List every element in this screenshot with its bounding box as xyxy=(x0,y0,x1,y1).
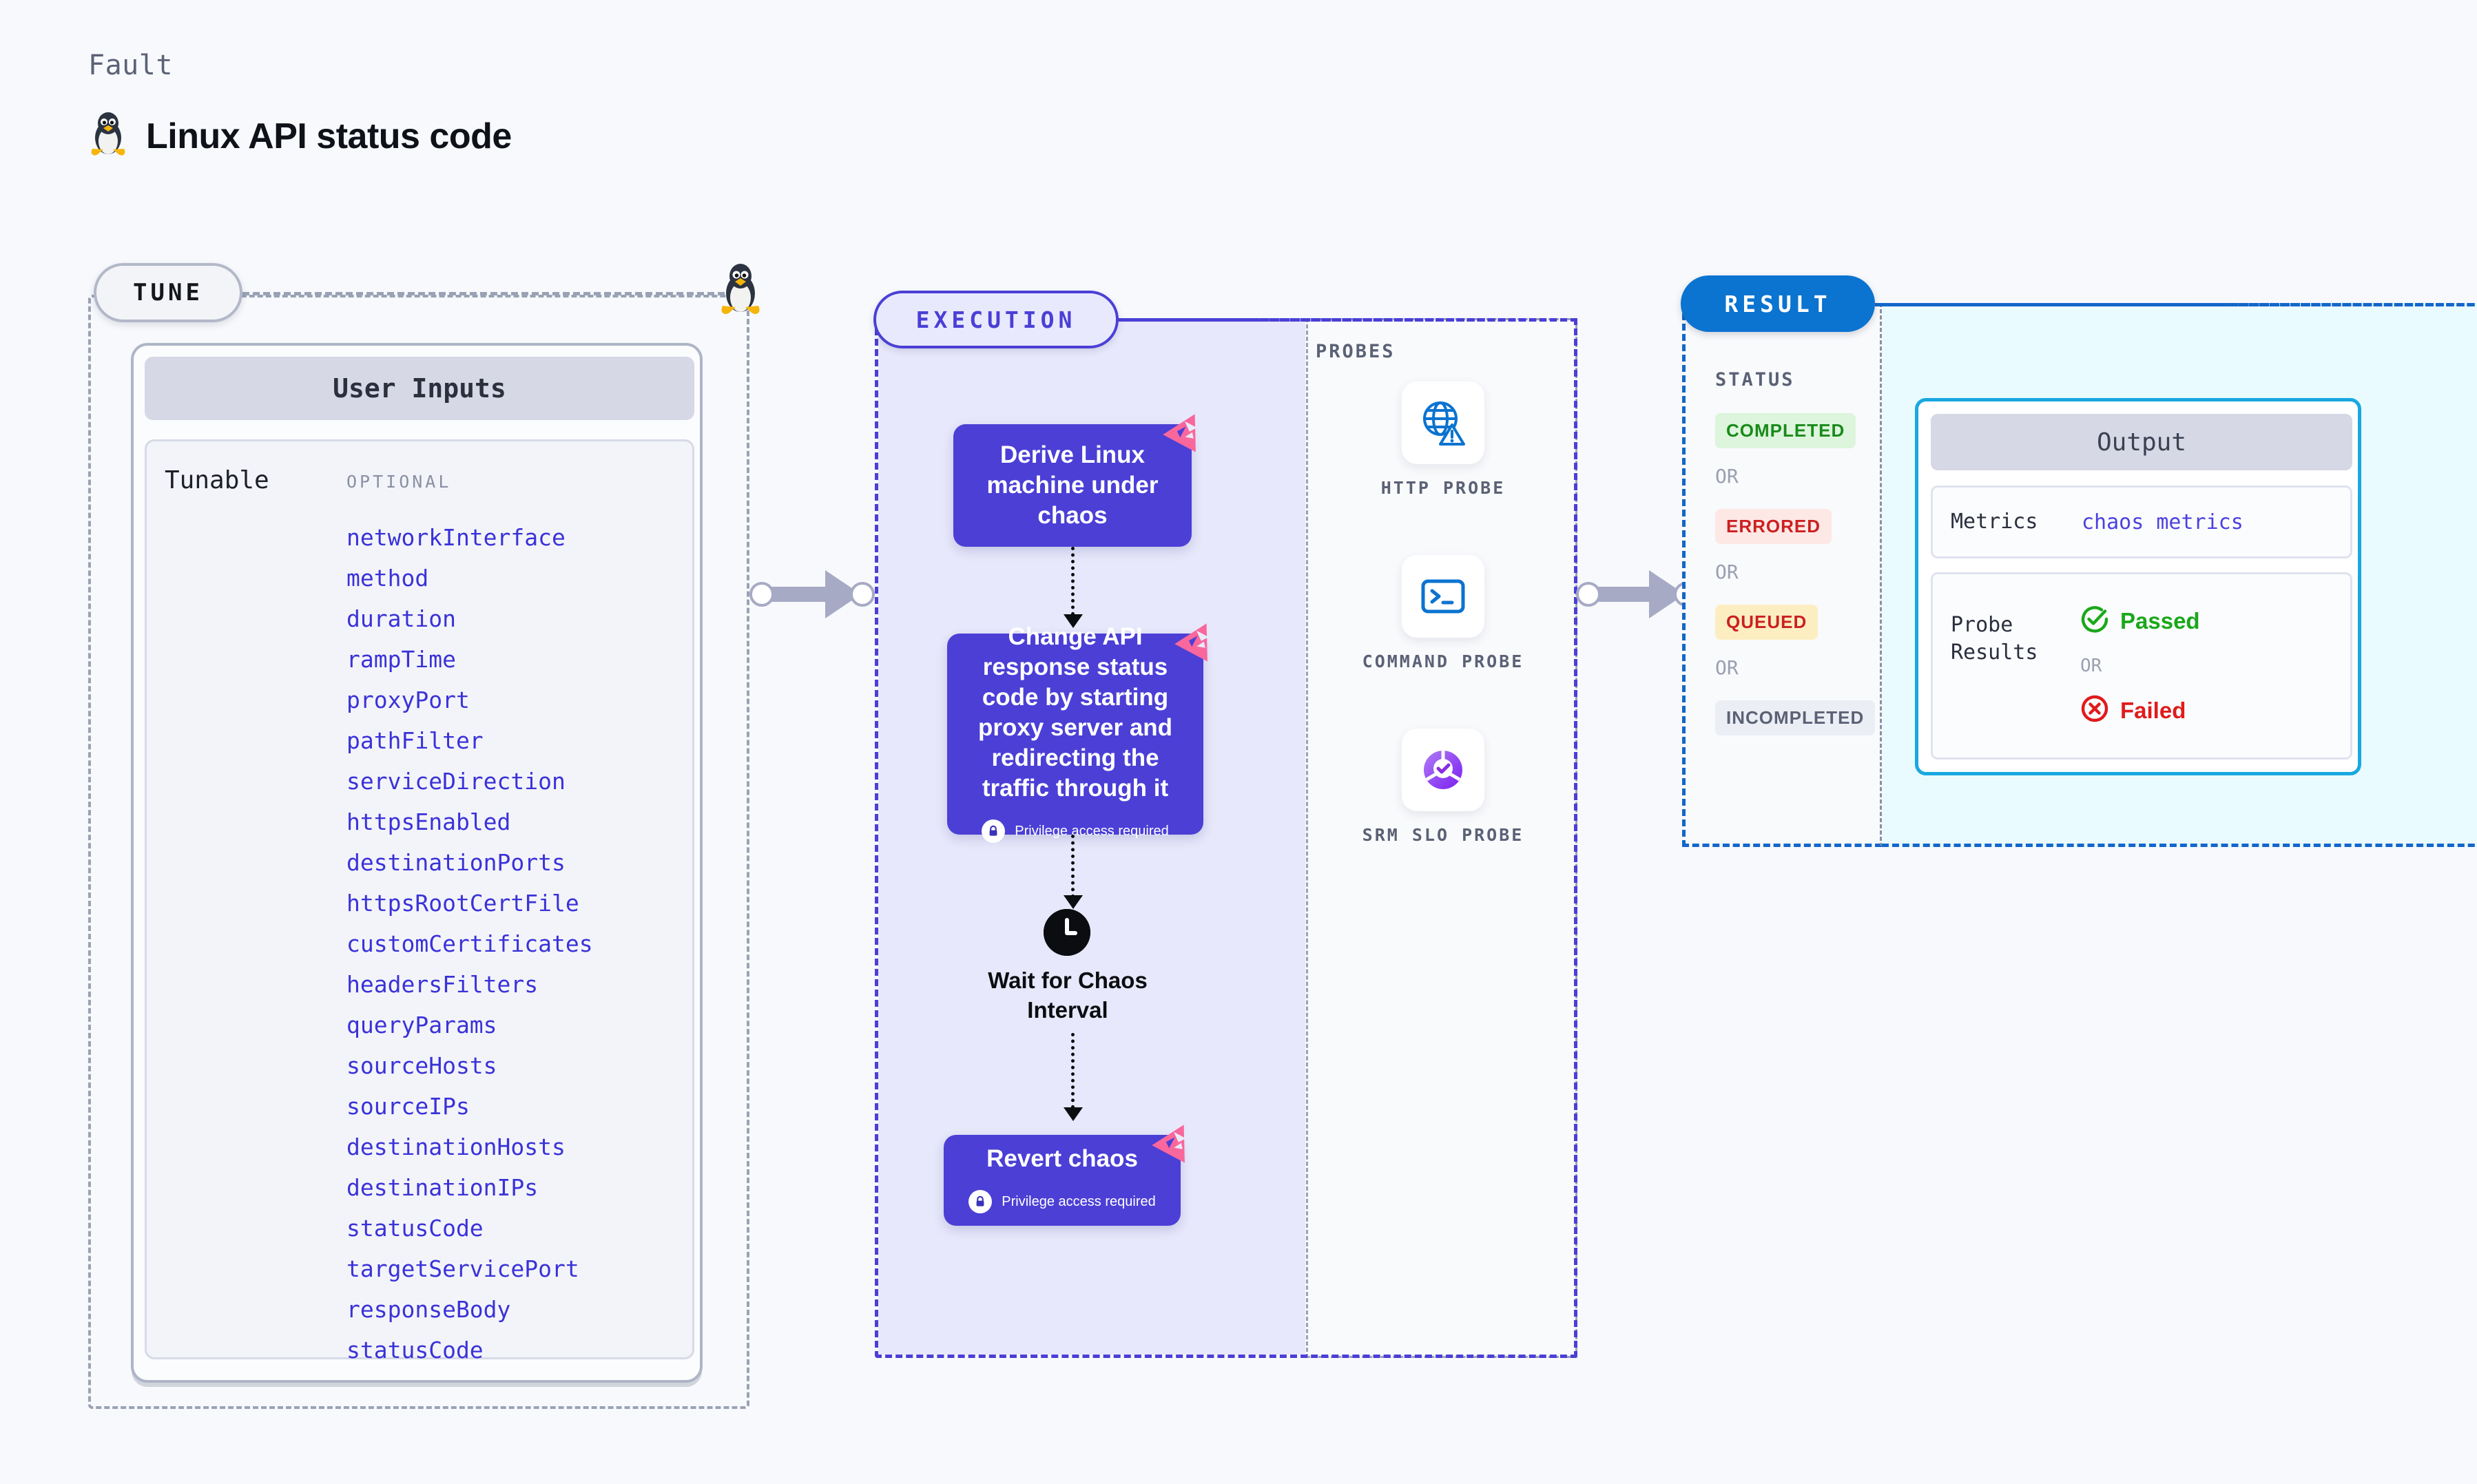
status-or-label: OR xyxy=(1715,656,1739,679)
result-status-column xyxy=(1682,303,1882,847)
tunable-parameter[interactable]: serviceDirection xyxy=(346,768,566,795)
tunable-parameter[interactable]: customCertificates xyxy=(346,930,593,957)
probe-http[interactable]: HTTP PROBE xyxy=(1360,382,1526,500)
globe-warning-icon xyxy=(1402,382,1484,464)
probe-label: SRM SLO PROBE xyxy=(1362,825,1524,845)
execution-stage-badge[interactable]: EXECUTION xyxy=(873,291,1119,348)
status-or-label: OR xyxy=(1715,465,1739,488)
probe-command[interactable]: COMMAND PROBE xyxy=(1360,555,1526,673)
metrics-key: Metrics xyxy=(1951,510,2038,534)
chaos-logo-icon xyxy=(1149,1117,1200,1168)
chaos-logo-icon xyxy=(1172,616,1223,667)
page-title: Linux API status code xyxy=(146,116,512,156)
tunable-parameter[interactable]: proxyPort xyxy=(346,687,470,713)
flow-arrow-1 xyxy=(1064,614,1083,628)
probe-or-label: OR xyxy=(2080,656,2102,676)
status-badge: INCOMPLETED xyxy=(1715,700,1876,735)
tunable-label: Tunable xyxy=(165,466,269,494)
passed-label: Passed xyxy=(2120,607,2200,634)
flow-connector-2 xyxy=(1071,835,1075,898)
probe-results-key: Probe Results xyxy=(1951,612,2068,667)
tunable-parameter[interactable]: httpsEnabled xyxy=(346,808,511,835)
flow-arrow-2 xyxy=(1064,895,1083,909)
execution-step-title: Change API response status code by start… xyxy=(977,623,1173,802)
slo-donut-check-icon xyxy=(1402,729,1484,811)
execution-step-title: Derive Linux machine under chaos xyxy=(986,441,1159,529)
privilege-note: Privilege access required xyxy=(968,1187,1156,1217)
x-circle-icon xyxy=(2080,694,2109,727)
probe-results-row: Probe Results Passed OR xyxy=(1931,572,2352,760)
metrics-value[interactable]: chaos metrics xyxy=(2082,510,2243,534)
tunable-parameter[interactable]: destinationIPs xyxy=(346,1174,539,1201)
tunable-parameter[interactable]: duration xyxy=(346,605,456,632)
tunable-parameter[interactable]: rampTime xyxy=(346,646,456,673)
tunable-parameter[interactable]: httpsRootCertFile xyxy=(346,890,579,917)
output-title: Output xyxy=(1931,414,2352,470)
fault-kicker: Fault xyxy=(88,50,173,81)
status-or-label: OR xyxy=(1715,561,1739,583)
tune-stage-badge[interactable]: TUNE xyxy=(94,263,242,322)
lock-icon xyxy=(968,1190,993,1213)
tune-panel xyxy=(88,295,749,1409)
lock-icon xyxy=(982,819,1006,843)
tunable-parameter[interactable]: headersFilters xyxy=(346,971,539,998)
failed-label: Failed xyxy=(2120,697,2186,723)
probe-label: COMMAND PROBE xyxy=(1362,651,1524,671)
status-badge: COMPLETED xyxy=(1715,413,1856,448)
tunable-section: Tunable OPTIONAL networkInterface method d… xyxy=(145,439,694,1363)
tunable-parameter[interactable]: targetServicePort xyxy=(346,1255,579,1282)
page-title-row: Linux API status code xyxy=(88,110,512,162)
status-label: STATUS xyxy=(1715,369,1795,390)
tune-linux-icon xyxy=(709,260,773,331)
tunable-parameter[interactable]: networkInterface xyxy=(346,524,566,551)
probe-results-key-text: Probe Results xyxy=(1951,613,2038,665)
tunable-parameter[interactable]: sourceHosts xyxy=(346,1052,497,1079)
probe-srm-slo[interactable]: SRM SLO PROBE xyxy=(1360,729,1526,847)
wait-for-chaos-interval-label: Wait for Chaos Interval xyxy=(988,968,1148,1023)
tunable-parameter[interactable]: statusCode xyxy=(346,1215,484,1242)
privilege-note: Privilege access required xyxy=(982,816,1169,846)
tunable-parameter[interactable]: responseBody xyxy=(346,1296,511,1323)
tune-tie-line xyxy=(242,292,725,295)
chaos-logo-icon xyxy=(1160,406,1211,457)
execution-step-revert-chaos[interactable]: Revert chaos Privilege access required xyxy=(944,1125,1186,1226)
arrow-execution-to-result xyxy=(1576,570,1700,618)
flow-connector-3 xyxy=(1071,1033,1075,1109)
result-stage-badge[interactable]: RESULT xyxy=(1681,275,1875,332)
execution-step-derive-machine[interactable]: Derive Linux machine under chaos xyxy=(953,414,1197,547)
privilege-text: Privilege access required xyxy=(1015,824,1169,839)
tunable-parameter[interactable]: queryParams xyxy=(346,1012,497,1038)
terminal-icon xyxy=(1402,555,1484,638)
privilege-text: Privilege access required xyxy=(1002,1194,1156,1209)
probe-result-passed: Passed xyxy=(2080,605,2200,637)
execution-tie-line xyxy=(1119,318,1577,322)
check-circle-icon xyxy=(2080,605,2109,637)
probe-result-failed: Failed xyxy=(2080,694,2186,727)
tunable-parameter[interactable]: pathFilter xyxy=(346,727,484,754)
tunable-parameter[interactable]: method xyxy=(346,565,429,592)
tunable-parameter[interactable]: statusCode xyxy=(346,1337,484,1363)
user-inputs-card: User Inputs Tunable OPTIONAL networkInte… xyxy=(131,343,703,1383)
linux-tux-icon xyxy=(88,110,128,162)
user-inputs-title: User Inputs xyxy=(145,357,694,420)
execution-step-title: Revert chaos xyxy=(986,1145,1138,1172)
optional-label: OPTIONAL xyxy=(346,472,452,492)
tunable-parameter-list: networkInterface method duration rampTime pr… xyxy=(346,517,677,1370)
result-tie-line xyxy=(1875,303,2477,306)
clock-icon xyxy=(1044,909,1090,956)
output-card: Output Metrics chaos metrics Probe Resul… xyxy=(1915,398,2361,775)
probes-label: PROBES xyxy=(1316,341,1396,362)
execution-step-change-status-code[interactable]: Change API response status code by start… xyxy=(947,623,1209,843)
tunable-parameter[interactable]: destinationPorts xyxy=(346,849,566,876)
flow-arrow-3 xyxy=(1064,1107,1083,1121)
tunable-parameter[interactable]: destinationHosts xyxy=(346,1133,566,1160)
status-badge: QUEUED xyxy=(1715,605,1818,640)
metrics-row: Metrics chaos metrics xyxy=(1931,485,2352,558)
arrow-tune-to-execution xyxy=(749,570,876,618)
status-badge: ERRORED xyxy=(1715,509,1832,544)
tunable-parameter[interactable]: sourceIPs xyxy=(346,1093,470,1120)
flow-connector-1 xyxy=(1071,547,1075,616)
probe-label: HTTP PROBE xyxy=(1380,478,1506,498)
